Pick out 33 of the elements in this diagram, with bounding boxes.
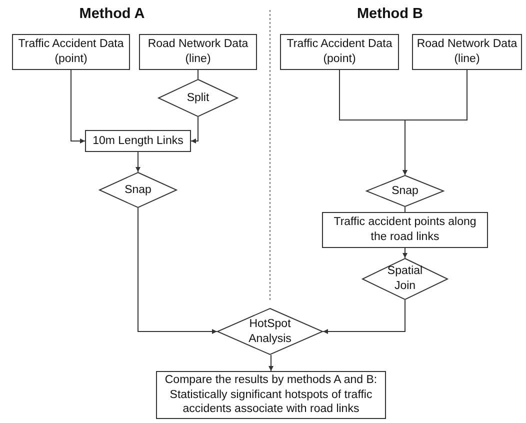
node-label: HotSpot Analysis [248,316,292,346]
node-label: Road Network Data (line) [146,37,250,67]
process-box [280,34,399,70]
process-box [85,130,191,152]
decision-diamond [217,308,323,355]
arrow [402,70,468,176]
decision-diamond [362,258,448,300]
node-label: Traffic Accident Data (point) [17,37,125,67]
node-label: Spatial Join [386,264,424,294]
process-box [322,212,488,248]
decision-diamond [158,79,238,117]
decision-diamond [366,175,444,207]
decision-diamond [99,172,177,208]
arrow [138,208,218,334]
node-label: Snap [392,184,418,198]
node-label: Traffic Accident Data (point) [286,37,394,67]
arrow [268,354,274,372]
column-heading: Method B [356,6,424,22]
connector-line [404,206,406,212]
node-label: Compare the results by methods A and B: Statistically significant hotspots of traffic accidents associate with road links [164,372,378,418]
process-box [139,34,257,70]
arrow [322,300,406,334]
column-heading: Method A [79,6,145,22]
node-label: Snap [124,182,152,198]
arrow [70,70,86,144]
node-label: Road Network Data (line) [416,37,518,67]
node-label: Split [186,90,210,106]
arrow [190,116,198,144]
arrow [136,152,140,172]
process-box [12,34,130,70]
arrow [402,248,408,258]
node-label: 10m Length Links [92,134,184,148]
node-label: Traffic accident points along the road links [332,215,478,245]
